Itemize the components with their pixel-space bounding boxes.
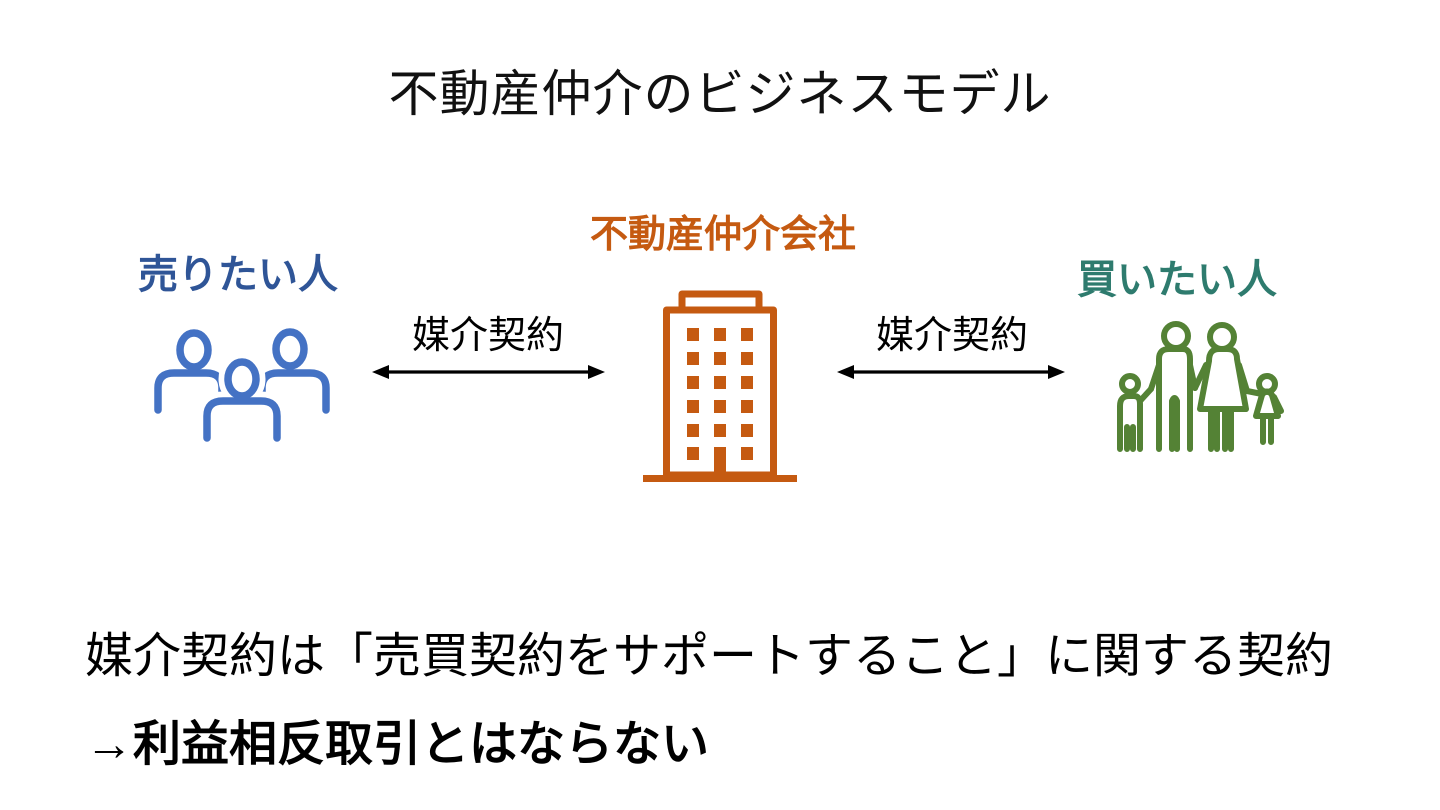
office-building-icon	[643, 288, 797, 482]
double-headed-arrow-icon	[372, 361, 605, 383]
company-label: 不動産仲介会社	[589, 214, 856, 256]
note-conclusion: →利益相反取引とはならない	[85, 718, 710, 771]
right-arrow-label: 媒介契約	[875, 315, 1028, 357]
buyer-label: 買いたい人	[1077, 258, 1277, 302]
double-headed-arrow-icon	[837, 361, 1065, 383]
left-arrow-label: 媒介契約	[411, 315, 564, 357]
people-group-icon	[150, 328, 334, 462]
note-brokerage-contract: 媒介契約は「売買契約をサポートすること」に関する契約	[85, 630, 1334, 683]
family-icon	[1106, 320, 1290, 454]
slide-title: 不動産仲介のビジネスモデル	[388, 66, 1052, 122]
seller-label: 売りたい人	[138, 253, 338, 297]
